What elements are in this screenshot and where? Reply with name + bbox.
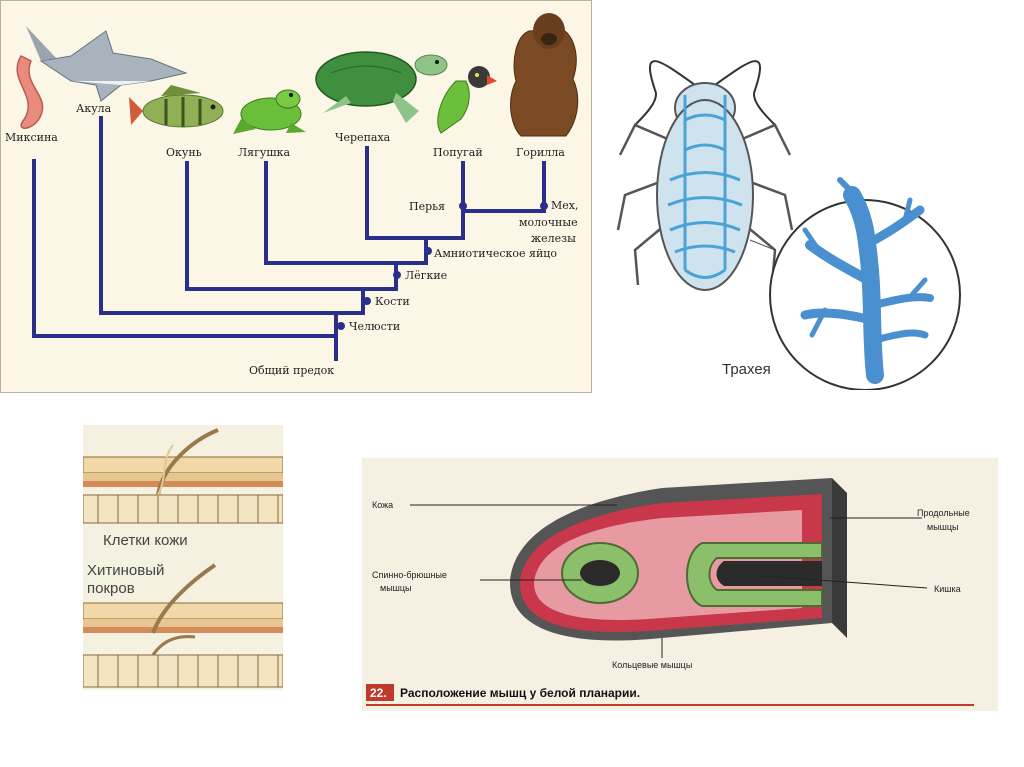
label-longitudinal-2: мышцы — [927, 522, 959, 532]
node-jaws — [337, 322, 345, 330]
antennae — [634, 60, 776, 126]
taxon-label-perch: Окунь — [166, 146, 202, 159]
root-label: Общий предок — [249, 364, 334, 377]
taxon-label-parrot: Попугай — [433, 146, 483, 159]
insect-trachea-figure: Трахея — [616, 60, 961, 391]
shark-image — [26, 26, 188, 102]
node-bones — [363, 297, 371, 305]
planaria-body — [510, 478, 847, 641]
trachea-branches — [800, 177, 934, 384]
trait-fur-line1: Мех, — [551, 199, 578, 212]
skin-section-top — [82, 428, 284, 524]
trachea-label: Трахея — [722, 361, 771, 378]
insect-body — [656, 82, 754, 291]
node-feathers — [459, 202, 467, 210]
node-fur — [540, 202, 548, 210]
hagfish-image — [16, 55, 44, 129]
branch-hagfish — [32, 159, 338, 338]
tree-branches — [32, 116, 546, 361]
label-dorsoventral-1: Спинно-брюшные — [372, 570, 447, 580]
label-circular: Кольцевые мышцы — [612, 660, 692, 670]
taxon-label-hagfish: Миксина — [5, 131, 58, 144]
label-dorsoventral-2: мышцы — [380, 583, 412, 593]
cladogram-figure: Миксина Акула Окунь Лягушка Черепаха Поп… — [5, 13, 579, 377]
trait-fur-line3: железы — [531, 232, 576, 245]
parrot-image — [429, 66, 497, 141]
frog-image — [233, 89, 306, 134]
chitin-label-line1: Хитиновый — [87, 562, 164, 579]
skin-cells-panel: Клетки кожи Хитиновый покров — [82, 425, 284, 690]
label-gut: Кишка — [934, 584, 961, 594]
leader-lines — [410, 504, 928, 658]
trait-nodes — [337, 202, 548, 330]
branch-shark — [99, 116, 365, 315]
cell-dividers-top — [97, 495, 279, 523]
taxon-label-shark: Акула — [76, 102, 112, 115]
branch-perch — [185, 161, 398, 291]
insect-trachea-panel: Трахея — [600, 30, 1010, 391]
planaria-figure: Кожа Продольные мышцы Спинно-брюшные мыш… — [366, 478, 974, 706]
figure-number-badge — [366, 684, 394, 701]
cladogram-panel: Миксина Акула Окунь Лягушка Черепаха Поп… — [0, 0, 592, 393]
chitin-label-line2: покров — [87, 580, 135, 597]
node-amniotic-egg — [424, 247, 432, 255]
trait-fur-line2: молочные — [519, 216, 578, 229]
magnify-pointer — [749, 239, 776, 251]
figure-number: 22. — [370, 686, 387, 700]
trait-bones: Кости — [375, 295, 410, 308]
taxon-label-frog: Лягушка — [238, 146, 290, 159]
taxon-label-gorilla: Горилла — [516, 146, 565, 159]
turtle-image — [315, 51, 448, 123]
trait-amniotic-egg: Амниотическое яйцо — [434, 247, 557, 260]
figure-caption: Расположение мышц у белой планарии. — [400, 686, 640, 700]
planaria-panel: Кожа Продольные мышцы Спинно-брюшные мыш… — [362, 458, 998, 711]
taxon-label-turtle: Черепаха — [335, 131, 391, 144]
branch-frog — [264, 161, 428, 265]
label-longitudinal-1: Продольные — [917, 508, 970, 518]
trait-lungs: Лёгкие — [405, 269, 447, 282]
node-lungs — [393, 271, 401, 279]
skin-section-bottom — [82, 563, 284, 688]
trait-feathers: Перья — [409, 200, 445, 213]
perch-image — [129, 85, 224, 128]
trait-jaws: Челюсти — [349, 320, 400, 333]
skin-cells-label: Клетки кожи — [103, 532, 188, 549]
gorilla-image — [510, 13, 579, 137]
label-skin: Кожа — [372, 500, 393, 510]
skin-cells-figure: Клетки кожи Хитиновый покров — [82, 428, 284, 688]
branch-turtle — [365, 146, 463, 240]
tracheal-network — [667, 95, 743, 279]
